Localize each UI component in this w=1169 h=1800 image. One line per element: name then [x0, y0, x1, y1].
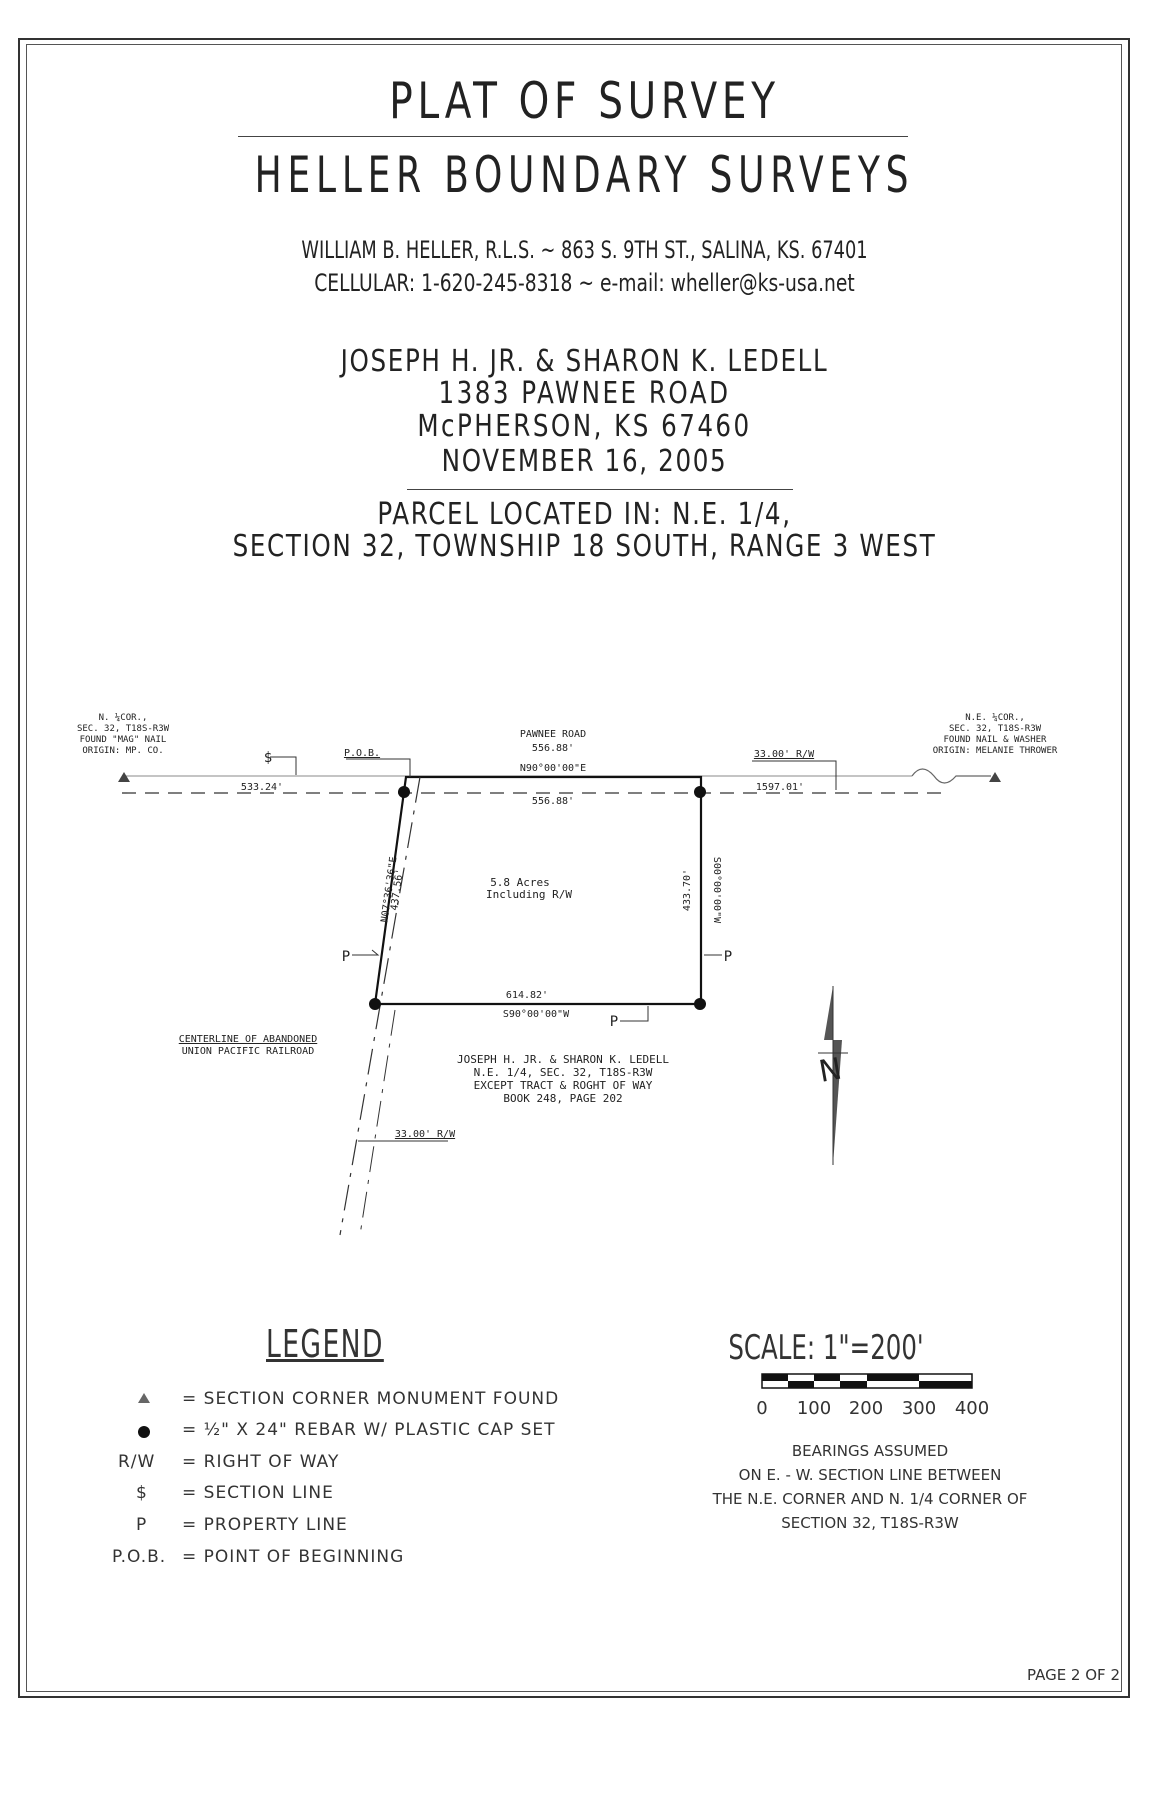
outer-border — [18, 38, 1130, 1698]
east-bearing: S00°00'00"W — [711, 857, 722, 924]
ne-corner-monument — [989, 772, 1001, 782]
pl-symbol-east: P — [724, 949, 732, 965]
page-number: PAGE 2 OF 2 — [1026, 1666, 1120, 1684]
client-street: 1383 PAWNEE ROAD — [438, 376, 731, 411]
legend-sym-section: $ — [136, 1483, 148, 1503]
surveyor-contact: CELLULAR: 1-620-245-8318 ~ e-mail: whell… — [314, 269, 855, 297]
nw-corner-label-1: N. ¼COR., — [99, 713, 148, 723]
area-label: 5.8 Acres — [490, 876, 550, 889]
owner-line-1: JOSEPH H. JR. & SHARON K. LEDELL — [457, 1053, 669, 1066]
owner-line-2: N.E. 1/4, SEC. 32, T18S-R3W — [474, 1066, 653, 1079]
pl-symbol-south: P — [610, 1014, 618, 1030]
pob-arrow — [346, 758, 411, 777]
parcel-line-1: PARCEL LOCATED IN: N.E. 1/4, — [377, 497, 792, 532]
east-tie-distance: 1597.01' — [756, 782, 804, 793]
road-name: PAWNEE ROAD — [520, 729, 586, 740]
client-rule — [407, 489, 793, 490]
rail-rw-label: 33.00' R/W — [395, 1129, 456, 1140]
scale-tick-0: 0 — [756, 1398, 768, 1419]
rebar-sw — [369, 998, 381, 1010]
pl-south-arrow — [620, 1006, 649, 1022]
inner-border — [26, 44, 1122, 1692]
break-symbol — [911, 768, 991, 784]
north-bearing: N90°00'00"E — [520, 763, 586, 774]
nw-corner-monument — [118, 772, 130, 782]
legend-sym-property: P — [136, 1515, 148, 1535]
sl-arrow — [270, 756, 297, 775]
ne-corner-label-3: FOUND NAIL & WASHER — [944, 735, 1048, 745]
legend-triangle-icon — [138, 1393, 150, 1403]
ne-corner-label-2: SEC. 32, T18S-R3W — [949, 724, 1042, 734]
parcel-line-2: SECTION 32, TOWNSHIP 18 SOUTH, RANGE 3 W… — [232, 529, 937, 564]
bearing-note-1: BEARINGS ASSUMED — [791, 1442, 949, 1460]
bearing-note-3: THE N.E. CORNER AND N. 1/4 CORNER OF — [712, 1490, 1028, 1508]
nw-corner-label-4: ORIGIN: MP. CO. — [82, 746, 163, 756]
south-bearing: S90°00'00"W — [503, 1009, 570, 1020]
legend-sym-pob: P.O.B. — [112, 1547, 167, 1567]
survey-date: NOVEMBER 16, 2005 — [441, 444, 728, 479]
railroad-label-2: UNION PACIFIC RAILROAD — [182, 1046, 314, 1057]
pl-west-arrow — [352, 949, 380, 956]
owner-line-4: BOOK 248, PAGE 202 — [503, 1092, 622, 1105]
rebar-se — [694, 998, 706, 1010]
legend-text-monument: = SECTION CORNER MONUMENT FOUND — [182, 1389, 560, 1409]
legend-text-rebar: = ½" X 24" REBAR W/ PLASTIC CAP SET — [182, 1420, 556, 1440]
scale-tick-200: 200 — [848, 1398, 884, 1419]
title-rule — [238, 136, 908, 137]
legend-text-rw: = RIGHT OF WAY — [182, 1452, 340, 1472]
section-line-symbol: $ — [264, 750, 272, 766]
bearing-note-2: ON E. - W. SECTION LINE BETWEEN — [738, 1466, 1002, 1484]
nw-corner-label-3: FOUND "MAG" NAIL — [80, 735, 167, 745]
pob-label: P.O.B. — [344, 748, 380, 759]
pl-symbol-west: P — [342, 949, 350, 965]
legend-title: LEGEND — [266, 1322, 384, 1366]
road-distance: 556.88' — [532, 743, 574, 754]
plat-title: PLAT OF SURVEY — [389, 72, 780, 130]
railroad-row-line — [359, 1009, 396, 1236]
client-city: McPHERSON, KS 67460 — [417, 409, 752, 444]
legend-text-property: = PROPERTY LINE — [182, 1515, 348, 1535]
ne-corner-label-1: N.E. ¼COR., — [965, 713, 1025, 723]
north-arrow-icon: N — [816, 986, 848, 1165]
north-distance: 556.88' — [532, 796, 574, 807]
scale-bar — [761, 1373, 973, 1389]
east-rw-label: 33.00' R/W — [754, 749, 815, 760]
scale-tick-100: 100 — [796, 1398, 832, 1419]
legend-text-section: = SECTION LINE — [182, 1483, 334, 1503]
rebar-nw — [398, 786, 410, 798]
owner-line-3: EXCEPT TRACT & ROGHT OF WAY — [474, 1079, 653, 1092]
bearing-note-4: SECTION 32, T18S-R3W — [781, 1514, 959, 1532]
legend-rebar-icon — [138, 1426, 150, 1438]
south-distance: 614.82' — [506, 990, 548, 1001]
area-note: Including R/W — [486, 888, 572, 901]
legend-text-pob: = POINT OF BEGINNING — [182, 1547, 405, 1567]
east-rw-arrow — [752, 760, 837, 790]
legend-sym-rw: R/W — [118, 1452, 156, 1472]
ne-corner-label-4: ORIGIN: MELANIE THROWER — [933, 746, 1058, 756]
surveyor-address: WILLIAM B. HELLER, R.L.S. ~ 863 S. 9TH S… — [301, 236, 868, 264]
client-name: JOSEPH H. JR. & SHARON K. LEDELL — [340, 344, 829, 379]
east-distance: 433.70' — [682, 869, 693, 911]
scale-title: SCALE: 1"=200' — [728, 1328, 924, 1368]
rebar-ne — [694, 786, 706, 798]
west-tie-distance: 533.24' — [241, 782, 283, 793]
scale-tick-400: 400 — [954, 1398, 990, 1419]
nw-corner-label-2: SEC. 32, T18S-R3W — [77, 724, 170, 734]
company-name: HELLER BOUNDARY SURVEYS — [254, 146, 915, 204]
railroad-label-1: CENTERLINE OF ABANDONED — [179, 1034, 317, 1045]
scale-tick-300: 300 — [901, 1398, 937, 1419]
